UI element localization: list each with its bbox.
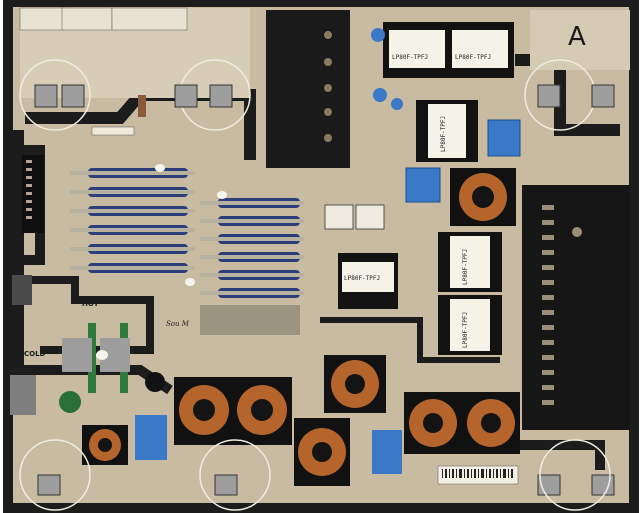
transformer-label-3: [428, 104, 466, 158]
inductor-core-3: [193, 399, 215, 421]
heatsink-right-screw: [572, 227, 582, 237]
connector-pins: [26, 160, 32, 219]
hv-trace-right-bottom: [500, 440, 605, 470]
fuse-clip-4: [209, 84, 233, 108]
fuse-clip-5: [537, 84, 561, 108]
mounting-ring-4: [19, 439, 91, 511]
qr-label: [91, 126, 135, 136]
transformer-label-1: [389, 30, 445, 68]
transformer-text-1: LP80F-TPFJ: [392, 54, 429, 61]
transformer-label-2: [452, 30, 508, 68]
corner-letter-label: A: [568, 22, 586, 52]
heatsink-screw-2: [324, 58, 332, 66]
hv-trace-center: [320, 317, 500, 363]
barcode-lines: [442, 469, 513, 478]
transformer-text-3: LP80F-TPFJ: [440, 115, 447, 152]
transformer-text-2: LP80F-TPFJ: [455, 54, 492, 61]
heatsink-screw-4: [324, 108, 332, 116]
glue-dot-2: [217, 191, 227, 199]
ac-input-connector: [10, 375, 36, 415]
glue-dot-4: [96, 350, 108, 360]
label-sticker-1: [19, 7, 66, 31]
heatsink-right: [522, 185, 630, 430]
blue-cap-1: [371, 28, 385, 42]
ground-trace-left: [8, 130, 24, 380]
resistor-top: [138, 95, 146, 117]
small-connector-left: [12, 275, 32, 305]
transformer-label-5: [450, 299, 490, 351]
varistor: [145, 372, 165, 392]
heatsink-screw-5: [324, 134, 332, 142]
glue-dot-3: [185, 278, 195, 286]
output-connector-left: [22, 155, 44, 233]
heatsink-right-pins: [542, 205, 554, 405]
inductor-core-2: [98, 438, 112, 452]
transformer-text-4: LP80F-TPFJ: [462, 248, 469, 285]
blue-trimmer-1: [487, 119, 521, 157]
transformer-text-5: LP80F-TPFJ: [462, 311, 469, 348]
inductor-core-4: [251, 399, 273, 421]
mounting-ring-5: [199, 439, 271, 511]
hot-zone-label: HOT: [82, 300, 99, 308]
blue-film-cap-1: [135, 415, 167, 460]
transformer-text-6: LP80F-TPFJ: [344, 275, 381, 282]
inductor-core-8: [481, 413, 501, 433]
fuse-clip-1: [34, 84, 58, 108]
mounting-ring-6: [539, 439, 611, 511]
hv-trace-left-lower: [30, 276, 154, 354]
terminal-bottom-4: [591, 474, 615, 496]
fuse-clip-6: [591, 84, 615, 108]
mounting-ring-1: [19, 59, 91, 131]
terminal-bottom-1: [37, 474, 61, 496]
diode-array-center: [200, 198, 304, 298]
label-sticker-2: [61, 7, 113, 31]
heatsink-screw-3: [324, 84, 332, 92]
glue-dot-1: [155, 164, 165, 172]
inductor-core-5: [312, 442, 332, 462]
cold-zone-label: COLD: [24, 350, 46, 358]
label-sticker-3: [111, 7, 188, 31]
inductor-core-7: [423, 413, 443, 433]
opto-coupler-2: [355, 204, 385, 230]
blue-trimmer-2: [405, 167, 441, 203]
heatsink-top-center: [266, 10, 350, 168]
opto-coupler-1: [324, 204, 354, 230]
transformer-label-4: [450, 236, 490, 288]
blue-cap-3: [391, 98, 403, 110]
bridge-rectifier: [62, 338, 92, 372]
diode-array-left: [70, 168, 195, 273]
silkscreen-grid-center: [200, 305, 300, 335]
fuse-clip-3: [174, 84, 198, 108]
heatsink-screw-1: [324, 31, 332, 39]
transformer-label-6: [342, 262, 394, 292]
blue-cap-2: [373, 88, 387, 102]
thermistor: [59, 391, 81, 413]
inductor-core-6: [345, 374, 365, 394]
fuse-clip-2: [61, 84, 85, 108]
manufacturer-logo: Sou M: [166, 320, 189, 328]
silkscreen-block-top-right: [530, 10, 630, 70]
blue-film-cap-2: [372, 430, 402, 474]
terminal-bottom-2: [214, 474, 238, 496]
inductor-core-1: [472, 186, 494, 208]
